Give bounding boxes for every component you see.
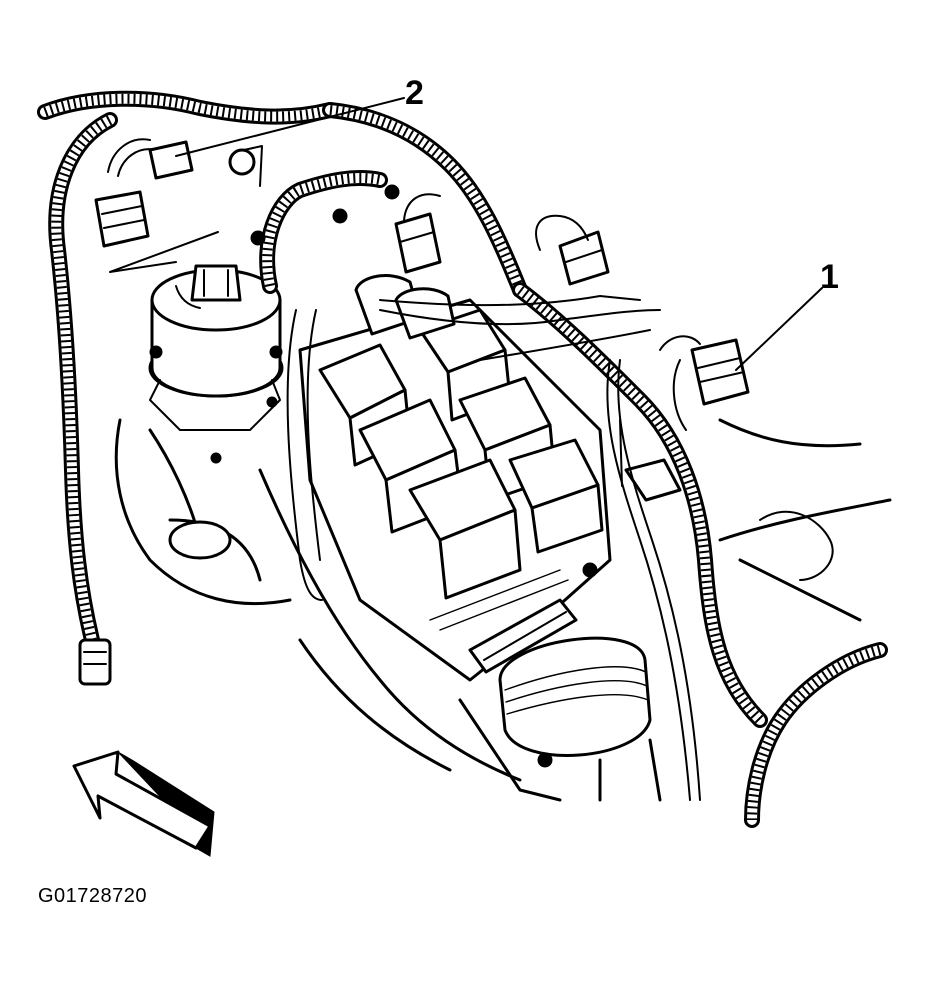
callout-2-label: 2: [405, 74, 424, 112]
callout-1: 1: [735, 258, 839, 371]
figure-id: G01728720: [38, 885, 148, 907]
upper-left-connector: [94, 138, 157, 248]
front-direction-arrow-icon: [72, 750, 215, 857]
engine-block-outline: [114, 396, 562, 802]
central-wiring-harness: [259, 102, 768, 728]
callout-2: 2: [175, 74, 424, 157]
lower-right-harness: [744, 642, 888, 828]
callout-2-leader: [175, 97, 405, 157]
center-connectors: [148, 140, 610, 286]
callout-1-leader: [735, 287, 823, 371]
callout-1-label: 1: [820, 258, 839, 296]
bracket-line: [109, 231, 219, 273]
ignition-coil-module: [298, 274, 652, 768]
round-valve-canister: [148, 264, 284, 431]
harness-end-connector: [78, 638, 112, 686]
left-wiring-harness: [37, 90, 338, 648]
right-engine-outline: [598, 418, 892, 802]
right-connector: [659, 335, 750, 431]
